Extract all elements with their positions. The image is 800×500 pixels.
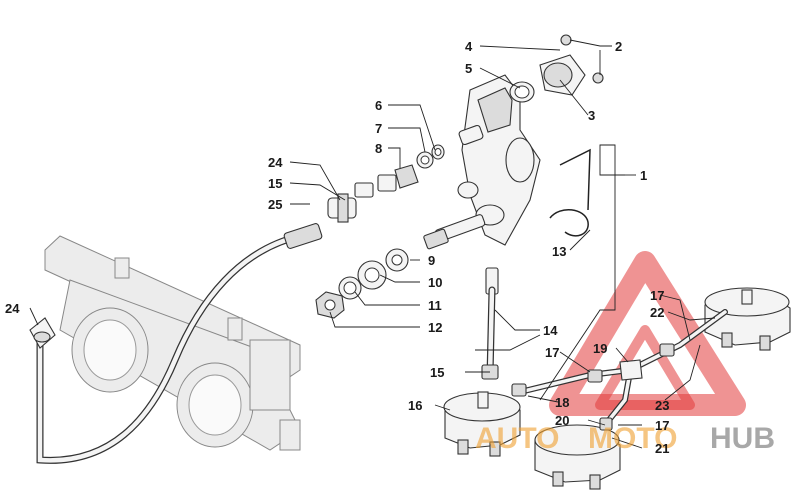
callout-1: 1 <box>640 168 647 183</box>
fitting-stack-lower <box>315 248 409 319</box>
fitting-stack-upper <box>377 144 445 192</box>
hose-clamp-left <box>29 317 56 349</box>
callout-12: 12 <box>428 320 442 335</box>
callout-23: 23 <box>655 398 669 413</box>
callout-11: 11 <box>428 298 442 313</box>
retaining-clip <box>549 148 591 237</box>
check-valve-21 <box>534 424 621 490</box>
fuel-hose-short <box>481 267 499 380</box>
callout-18: 18 <box>555 395 569 410</box>
check-valve-22 <box>704 287 791 351</box>
pump-cover <box>509 34 604 103</box>
callout-9: 9 <box>428 253 435 268</box>
callout-15-upper: 15 <box>268 176 282 191</box>
watermark-part2: MOTO <box>588 422 677 455</box>
callout-13: 13 <box>552 244 566 259</box>
callout-3: 3 <box>588 108 595 123</box>
callout-labels: 2 4 5 3 1 6 7 8 24 15 25 24 9 10 11 12 1… <box>5 39 669 456</box>
callout-19: 19 <box>593 341 607 356</box>
callout-10: 10 <box>428 275 442 290</box>
callout-15-lower: 15 <box>430 365 444 380</box>
callout-6: 6 <box>375 98 382 113</box>
hose-clamp-upper <box>327 182 374 223</box>
watermark-part1: AUTO <box>475 422 559 455</box>
leader-lines <box>29 39 716 449</box>
callout-7: 7 <box>375 121 382 136</box>
callout-5: 5 <box>465 61 472 76</box>
callout-25: 25 <box>268 197 282 212</box>
callout-4: 4 <box>465 39 473 54</box>
watermark-part3: HUB <box>710 422 775 455</box>
callout-2: 2 <box>615 39 622 54</box>
callout-24-left: 24 <box>5 301 20 316</box>
throttle-body-assembly <box>44 235 301 451</box>
callout-24-upper: 24 <box>268 155 283 170</box>
callout-17-b: 17 <box>650 288 664 303</box>
check-valve-16 <box>443 391 521 457</box>
callout-8: 8 <box>375 141 382 156</box>
callout-20: 20 <box>555 413 569 428</box>
callout-17-a: 17 <box>545 345 559 360</box>
callout-22: 22 <box>650 305 664 320</box>
vent-hose-network <box>511 309 728 431</box>
watermark-text: AUTO MOTO HUB <box>475 422 775 455</box>
callout-14: 14 <box>543 323 558 338</box>
callout-16: 16 <box>408 398 422 413</box>
callout-21: 21 <box>655 441 669 456</box>
callout-17-c: 17 <box>655 418 669 433</box>
fuel-hose-long <box>36 223 323 464</box>
